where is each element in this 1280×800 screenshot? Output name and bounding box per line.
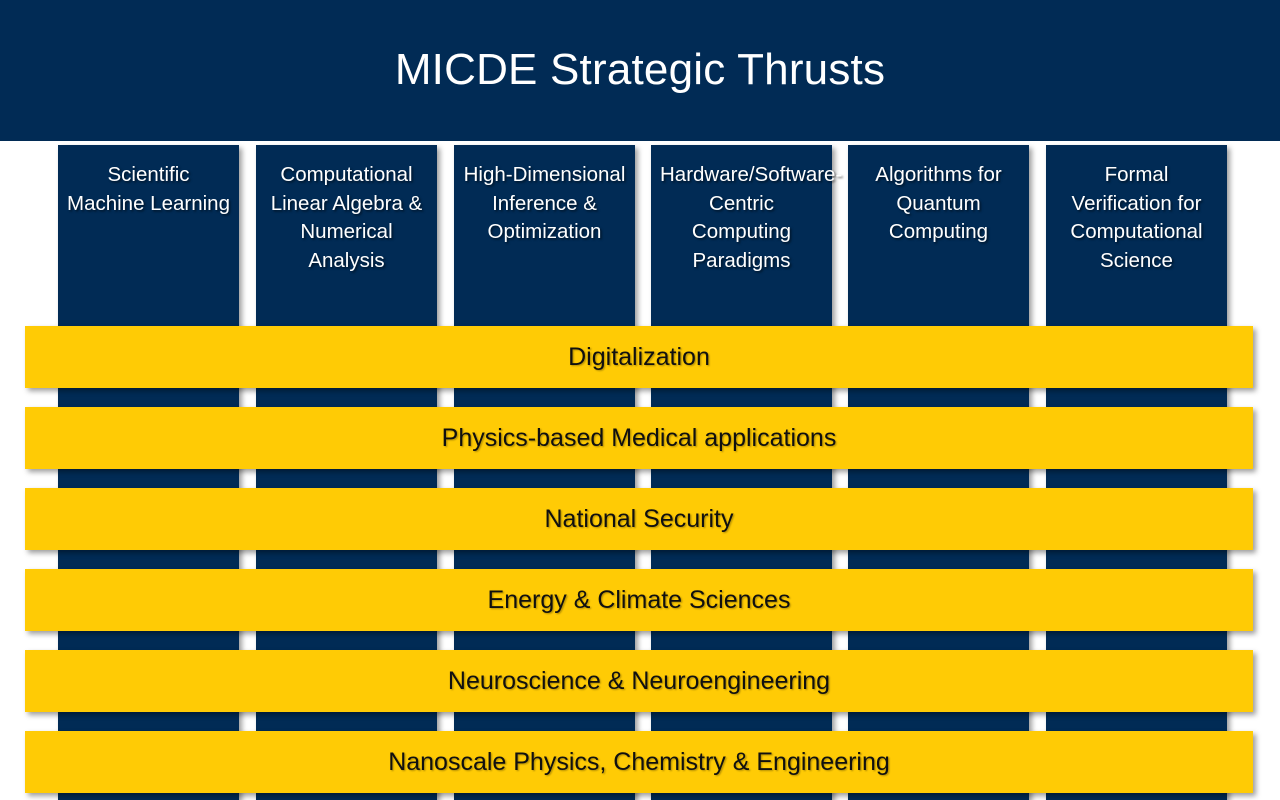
application-bar-label: Digitalization bbox=[568, 342, 710, 371]
application-bar-label: Neuroscience & Neuroengineering bbox=[447, 666, 831, 695]
application-bar-label: Energy & Climate Sciences bbox=[487, 585, 791, 614]
application-bar-nanoscale-physics-chemistry[interactable]: Nanoscale Physics, Chemistry & Engineeri… bbox=[25, 731, 1253, 793]
page-title: MICDE Strategic Thrusts bbox=[394, 45, 886, 95]
title-banner: MICDE Strategic Thrusts bbox=[0, 0, 1280, 141]
application-bar-label: National Security bbox=[544, 504, 734, 533]
application-bar-label: Nanoscale Physics, Chemistry & Engineeri… bbox=[388, 747, 890, 776]
thrust-column-label: Scientific Machine Learning bbox=[67, 163, 230, 215]
application-bar-label: Physics-based Medical applications bbox=[441, 423, 837, 452]
thrust-column-label: High-Dimensional Inference & Optimizatio… bbox=[463, 163, 626, 244]
strategic-thrust-matrix: Scientific Machine Learning Computationa… bbox=[0, 141, 1280, 800]
thrust-column-label: Computational Linear Algebra & Numerical… bbox=[270, 163, 423, 273]
thrust-column-label: Hardware/Software-Centric Computing Para… bbox=[660, 163, 843, 273]
application-bar-national-security[interactable]: National Security bbox=[25, 488, 1253, 550]
application-bar-physics-based-medical[interactable]: Physics-based Medical applications bbox=[25, 407, 1253, 469]
thrust-column-label: Algorithms for Quantum Computing bbox=[875, 163, 1002, 244]
application-bar-energy-climate-sciences[interactable]: Energy & Climate Sciences bbox=[25, 569, 1253, 631]
application-bar-digitalization[interactable]: Digitalization bbox=[25, 326, 1253, 388]
application-bar-neuroscience-neuroengineering[interactable]: Neuroscience & Neuroengineering bbox=[25, 650, 1253, 712]
thrust-column-label: Formal Verification for Computational Sc… bbox=[1070, 163, 1203, 273]
